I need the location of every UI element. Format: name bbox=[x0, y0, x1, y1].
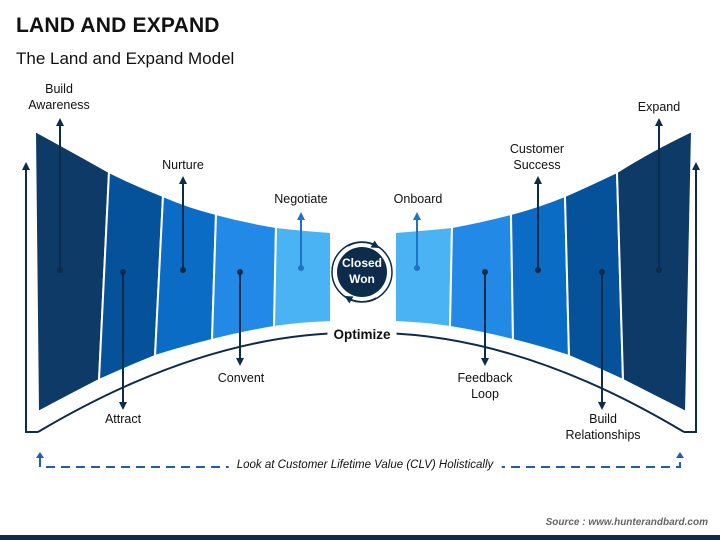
closed-won-label: Closed Won bbox=[341, 256, 382, 286]
clv-label: Look at Customer Lifetime Value (CLV) Ho… bbox=[228, 459, 502, 471]
optimize-label: Optimize bbox=[327, 327, 397, 342]
left-side-arrow bbox=[22, 162, 38, 433]
segment-build-relationships bbox=[563, 170, 625, 382]
label-convent: Convent bbox=[217, 371, 265, 385]
label-build-relationships: Build Relationships bbox=[565, 412, 641, 442]
segment-onboard bbox=[394, 225, 454, 329]
label-customer-success: Customer Success bbox=[509, 142, 565, 172]
label-onboard: Onboard bbox=[393, 192, 443, 206]
right-side-arrow bbox=[684, 162, 700, 433]
label-nurture: Nurture bbox=[162, 158, 204, 172]
closed-won-circle bbox=[337, 247, 387, 297]
label-feedback-loop: Feedback Loop bbox=[457, 371, 513, 401]
segment-customer-success bbox=[509, 194, 571, 358]
label-negotiate: Negotiate bbox=[274, 192, 328, 206]
page-subtitle: The Land and Expand Model bbox=[16, 49, 235, 68]
segment-attract bbox=[97, 170, 165, 382]
segment-build-awareness bbox=[33, 129, 111, 414]
segment-expand bbox=[615, 129, 694, 414]
label-expand: Expand bbox=[637, 100, 681, 114]
segment-feedback-loop bbox=[448, 212, 515, 342]
segment-nurture bbox=[153, 194, 218, 358]
segment-negotiate bbox=[272, 225, 332, 329]
segment-convent bbox=[210, 212, 278, 342]
source-credit: Source : www.hunterandbard.com bbox=[545, 517, 708, 528]
clv-dashed-line bbox=[39, 458, 681, 468]
label-attract: Attract bbox=[104, 412, 142, 426]
bottom-bar bbox=[0, 535, 720, 540]
page-title: LAND AND EXPAND bbox=[16, 14, 220, 37]
label-build-awareness: Build Awareness bbox=[28, 82, 90, 112]
